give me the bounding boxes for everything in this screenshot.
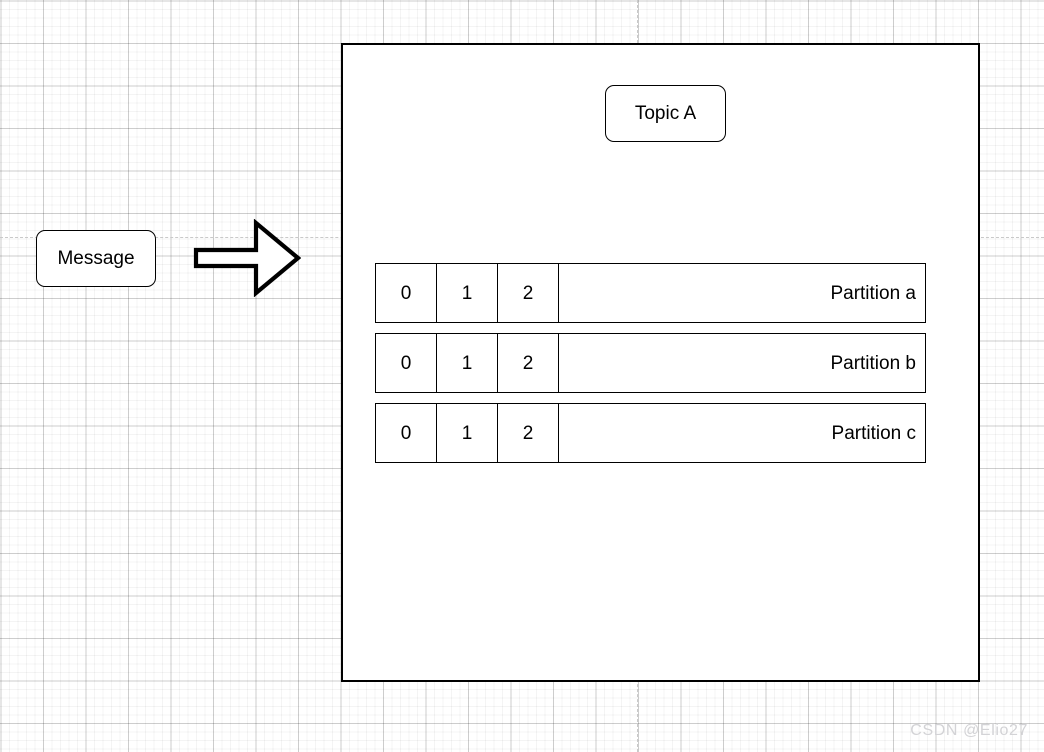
offset-cell[interactable]: 0 — [376, 334, 437, 392]
right-arrow-icon[interactable] — [193, 219, 301, 297]
offset-cell[interactable]: 2 — [498, 404, 559, 462]
partition-row[interactable]: 0 1 2 Partition a — [375, 263, 926, 323]
offset-cell[interactable]: 0 — [376, 404, 437, 462]
offset-cell[interactable]: 1 — [437, 264, 498, 322]
offset-cell[interactable]: 2 — [498, 334, 559, 392]
offset-cell[interactable]: 1 — [437, 334, 498, 392]
offset-cell[interactable]: 1 — [437, 404, 498, 462]
partition-label: Partition c — [831, 422, 916, 444]
topic-label: Topic A — [634, 103, 697, 124]
message-box[interactable]: Message — [36, 230, 156, 287]
partition-row[interactable]: 0 1 2 Partition c — [375, 403, 926, 463]
offset-cell[interactable]: 0 — [376, 264, 437, 322]
partition-label: Partition b — [830, 352, 916, 374]
partition-label: Partition a — [830, 282, 916, 304]
watermark: CSDN @Elio27 — [910, 722, 1028, 739]
message-label: Message — [57, 248, 135, 269]
partition-row[interactable]: 0 1 2 Partition b — [375, 333, 926, 393]
offset-cell[interactable]: 2 — [498, 264, 559, 322]
topic-box[interactable]: Topic A — [605, 85, 726, 142]
